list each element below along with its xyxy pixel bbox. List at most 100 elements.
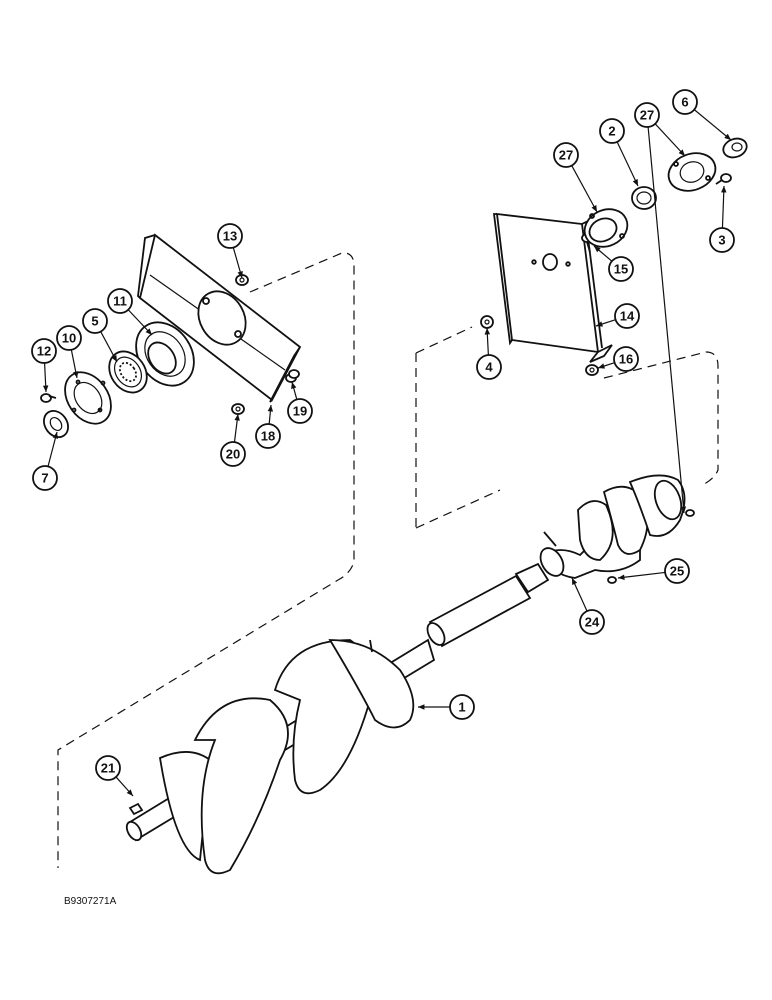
callout-18-14-label: 18 — [261, 429, 275, 444]
set-screw-25-a — [607, 576, 617, 584]
bearing-2 — [631, 186, 657, 210]
flange-11 — [135, 321, 195, 387]
callout-6-5-leader-arrowhead — [724, 133, 731, 140]
callout-27-extra-leader-0-arrowhead — [680, 506, 687, 513]
callout-1-0-label: 1 — [458, 700, 465, 715]
callout-27-extra-leader-0 — [647, 126, 685, 514]
callout-19-15-circle — [287, 398, 313, 424]
callout-12-9: 12 — [31, 338, 57, 364]
callout-27-21: 27 — [634, 102, 660, 128]
callout-12-9-label: 12 — [37, 344, 51, 359]
callout-24-18-circle — [579, 609, 605, 635]
bolt-12 — [40, 393, 57, 403]
callout-19-15: 19 — [287, 398, 313, 424]
callout-7-6: 7 — [32, 465, 58, 491]
callout-27-21-label: 27 — [640, 108, 654, 123]
bolt-3 — [715, 173, 732, 185]
callout-24-18: 24 — [579, 609, 605, 635]
callout-5-4-circle — [82, 308, 108, 334]
callout-3-2: 3 — [709, 227, 735, 253]
callout-5-4-leader-arrowhead — [111, 355, 117, 362]
auger-flighting-1 — [158, 639, 415, 875]
callout-1-0: 1 — [449, 694, 475, 720]
callout-13-10-label: 13 — [223, 229, 237, 244]
callout-16-13-circle — [613, 346, 639, 372]
callout-14-11-circle — [614, 303, 640, 329]
callout-6-5-label: 6 — [681, 95, 688, 110]
callout-14-11-leader-arrowhead — [596, 321, 603, 327]
callout-27-21-circle — [634, 102, 660, 128]
left-mounting-plate — [137, 233, 302, 403]
leader-lines — [42, 109, 732, 797]
nut-4 — [480, 315, 494, 329]
callout-16-13: 16 — [613, 346, 639, 372]
bearing-5 — [108, 350, 148, 394]
callout-14-11: 14 — [614, 303, 640, 329]
callout-15-12-leader-arrowhead — [594, 246, 601, 253]
callout-27-20-circle — [553, 142, 579, 168]
callout-10-7-label: 10 — [62, 331, 76, 346]
collar-7 — [43, 410, 69, 438]
callout-3-2-circle — [709, 227, 735, 253]
callout-16-13-label: 16 — [619, 352, 633, 367]
callout-2-1-label: 2 — [608, 124, 615, 139]
callout-15-12: 15 — [608, 256, 634, 282]
collar-6 — [722, 137, 748, 159]
dashed-grouping-lines — [57, 252, 719, 868]
callout-6-5: 6 — [672, 89, 698, 115]
callout-11-8-leader-arrowhead — [145, 328, 152, 335]
callout-21-17-circle — [95, 755, 121, 781]
callout-18-14: 18 — [255, 423, 281, 449]
callout-3-2-leader-arrowhead — [721, 186, 727, 193]
callout-27-21-leader — [654, 123, 686, 157]
callout-12-9-leader-arrowhead — [42, 385, 49, 392]
callout-25-19-leader — [617, 571, 666, 579]
callout-2-1-circle — [599, 118, 625, 144]
callout-21-17-leader-arrowhead — [126, 789, 133, 796]
callout-6-5-leader — [693, 109, 732, 141]
callout-27-20-leader — [571, 165, 598, 213]
callout-18-14-leader-arrowhead — [267, 405, 274, 412]
callout-4-3: 4 — [476, 354, 502, 380]
callout-24-18-leader-arrowhead — [572, 578, 578, 585]
callout-27-20-leader-arrowhead — [591, 205, 597, 212]
callout-13-10: 13 — [217, 223, 243, 249]
callout-10-7-circle — [56, 325, 82, 351]
callout-27-21-leader-arrowhead — [678, 149, 685, 156]
callout-2-1-leader-arrowhead — [632, 179, 638, 186]
callout-15-12-label: 15 — [614, 262, 628, 277]
flange-27-upper — [667, 152, 717, 192]
callout-11-8: 11 — [107, 288, 133, 314]
nut-20 — [231, 403, 245, 415]
callout-3-2-leader — [721, 185, 725, 229]
right-mounting-plate — [492, 212, 613, 363]
callout-19-15-leader-arrowhead — [291, 382, 297, 389]
callout-7-6-leader-arrowhead — [52, 432, 59, 439]
extension-shaft — [426, 562, 550, 648]
callout-27-20: 27 — [553, 142, 579, 168]
callout-13-10-leader-arrowhead — [237, 271, 243, 278]
callout-24-18-label: 24 — [585, 615, 600, 630]
callout-5-4: 5 — [82, 308, 108, 334]
nut-16 — [585, 364, 599, 376]
callout-2-1-leader — [616, 141, 639, 187]
flange-10 — [64, 371, 112, 425]
callout-5-4-label: 5 — [91, 314, 98, 329]
callout-13-10-circle — [217, 223, 243, 249]
callout-21-17: 21 — [95, 755, 121, 781]
flange-27-lower — [583, 208, 629, 248]
callout-6-5-circle — [672, 89, 698, 115]
callout-18-14-circle — [255, 423, 281, 449]
set-screw-25-b — [685, 509, 695, 517]
callout-3-2-label: 3 — [718, 233, 725, 248]
auger-section-24 — [539, 474, 686, 579]
callout-20-16-leader-arrowhead — [234, 414, 240, 421]
callout-1-0-leader-arrowhead — [418, 704, 425, 710]
callout-20-16-label: 20 — [226, 447, 240, 462]
callout-4-3-circle — [476, 354, 502, 380]
callout-4-3-leader-arrowhead — [484, 328, 491, 335]
callout-10-7: 10 — [56, 325, 82, 351]
callout-16-13-leader-arrowhead — [598, 363, 605, 369]
